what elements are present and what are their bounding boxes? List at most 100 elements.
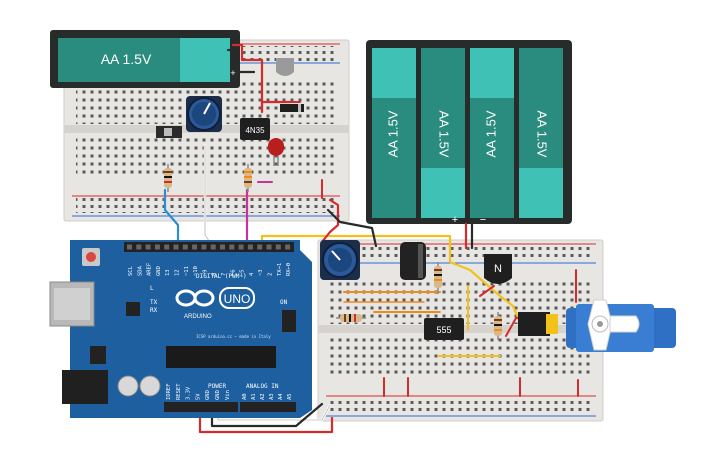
analog-pin-label: A4	[278, 393, 284, 400]
wire-yellow	[260, 234, 522, 324]
digital-pin-label: ~5	[240, 269, 246, 276]
battery-single[interactable]: AA 1.5V +	[50, 30, 240, 88]
header-hole	[247, 244, 253, 250]
header-hole	[220, 244, 225, 250]
wire-red-3	[320, 198, 340, 244]
board-small-text: ICSP arduino.cc — made in Italy	[196, 334, 271, 339]
digital-label: DIGITAL (PWM~)	[196, 273, 247, 280]
power-pin-label: IOREF	[166, 383, 172, 400]
capacitor-electrolytic	[400, 242, 426, 280]
digital-pin-label: SCL	[128, 265, 134, 276]
transistor-label: N	[494, 263, 502, 275]
power-pin-label: 5V	[195, 393, 201, 400]
analog-pin-label: A2	[260, 393, 266, 400]
wire-blue	[163, 188, 180, 252]
timer-chip: 555	[424, 318, 464, 340]
header-hole	[201, 244, 207, 250]
resistor-5	[494, 312, 502, 340]
header-hole	[164, 244, 170, 250]
power-label: POWER	[208, 383, 226, 390]
digital-pin-label: 13	[165, 269, 171, 276]
transistor-n: N	[484, 254, 512, 284]
diode	[280, 104, 304, 112]
header-hole	[136, 244, 142, 250]
power-header[interactable]	[164, 402, 238, 412]
digital-pin-label: ~9	[202, 269, 208, 276]
on-label: ON	[280, 299, 288, 306]
header-hole	[182, 244, 188, 250]
optocoupler-label: 4N35	[245, 126, 265, 135]
digital-pin-label: 8	[212, 273, 218, 276]
power-pin-label: 3.3V	[186, 386, 192, 400]
digital-pin-label: ~11	[184, 266, 190, 276]
analog-pin-label: A0	[242, 393, 248, 400]
wire-red-1	[231, 43, 264, 114]
potentiometer-1[interactable]	[186, 96, 222, 132]
l-label: L	[150, 285, 154, 292]
header-hole	[154, 244, 160, 250]
analog-header[interactable]	[240, 402, 296, 412]
battery-cell-1: AA 1.5V	[372, 48, 416, 218]
board-capacitor-2	[139, 375, 161, 397]
resistor-1	[164, 164, 172, 192]
battery-pack-plus: +	[452, 214, 458, 226]
wire-black-2	[326, 208, 378, 248]
arduino-brand: ARDUINO	[184, 314, 212, 320]
wire-red-bottom	[198, 410, 334, 434]
header-hole	[210, 244, 216, 250]
led-red[interactable]	[268, 138, 284, 166]
header-hole	[238, 244, 244, 250]
battery-cell-3: AA 1.5V	[470, 48, 514, 218]
potentiometer-2[interactable]	[320, 240, 360, 280]
header-hole	[257, 244, 263, 250]
battery-cell-label: AA 1.5V	[437, 111, 452, 158]
power-pin-label: Vin	[225, 390, 231, 400]
tx-label: TX	[150, 299, 158, 306]
battery-cell-label: AA 1.5V	[483, 110, 498, 157]
slide-switch[interactable]	[156, 126, 182, 138]
servo-motor[interactable]	[566, 299, 676, 352]
analog-pin-label: A5	[287, 393, 293, 400]
battery-plus-sign: +	[230, 68, 235, 78]
digital-pin-label: 4	[249, 272, 255, 276]
battery-cell-2: AA 1.5V	[421, 48, 465, 218]
board-capacitor-1	[117, 375, 139, 397]
timer-label: 555	[436, 325, 451, 335]
wire-black-1	[226, 48, 256, 74]
resistor-2	[244, 164, 252, 192]
digital-pin-label: 7	[221, 273, 227, 276]
uno-label: UNO	[224, 292, 251, 306]
analog-pin-label: A3	[269, 393, 275, 400]
battery-cell-4: AA 1.5V	[519, 48, 563, 218]
optocoupler-chip: 4N35	[240, 118, 270, 140]
digital-pin-label: GND	[156, 266, 162, 276]
digital-pin-label: ~6	[230, 269, 236, 276]
header-hole	[192, 244, 198, 250]
header-hole	[285, 244, 291, 250]
rx-label: RX	[150, 307, 158, 314]
header-hole	[229, 244, 235, 250]
wire-red-4	[479, 285, 495, 297]
power-pin-label: GND	[215, 390, 221, 400]
battery-cell-label: AA 1.5V	[535, 111, 550, 158]
digital-pin-label: SDA	[137, 265, 143, 276]
power-pin-label: GND	[205, 390, 211, 400]
transistor-top	[276, 58, 294, 76]
dc-jack	[62, 370, 108, 404]
digital-header[interactable]	[124, 242, 294, 252]
microcontroller	[166, 346, 276, 368]
digital-pin-label: TX→1	[277, 263, 283, 276]
resistor-4	[336, 314, 366, 322]
digital-pin-label: ~3	[258, 269, 264, 276]
digital-pin-label: ~10	[193, 266, 199, 276]
arduino-logo: UNO ARDUINO	[175, 287, 255, 320]
header-hole	[145, 244, 151, 250]
resistor-3	[434, 262, 442, 294]
header-hole	[173, 244, 179, 250]
battery-single-label: AA 1.5V	[101, 51, 152, 67]
digital-pin-label: RX←0	[286, 263, 292, 276]
wire-black-bottom	[210, 402, 324, 428]
